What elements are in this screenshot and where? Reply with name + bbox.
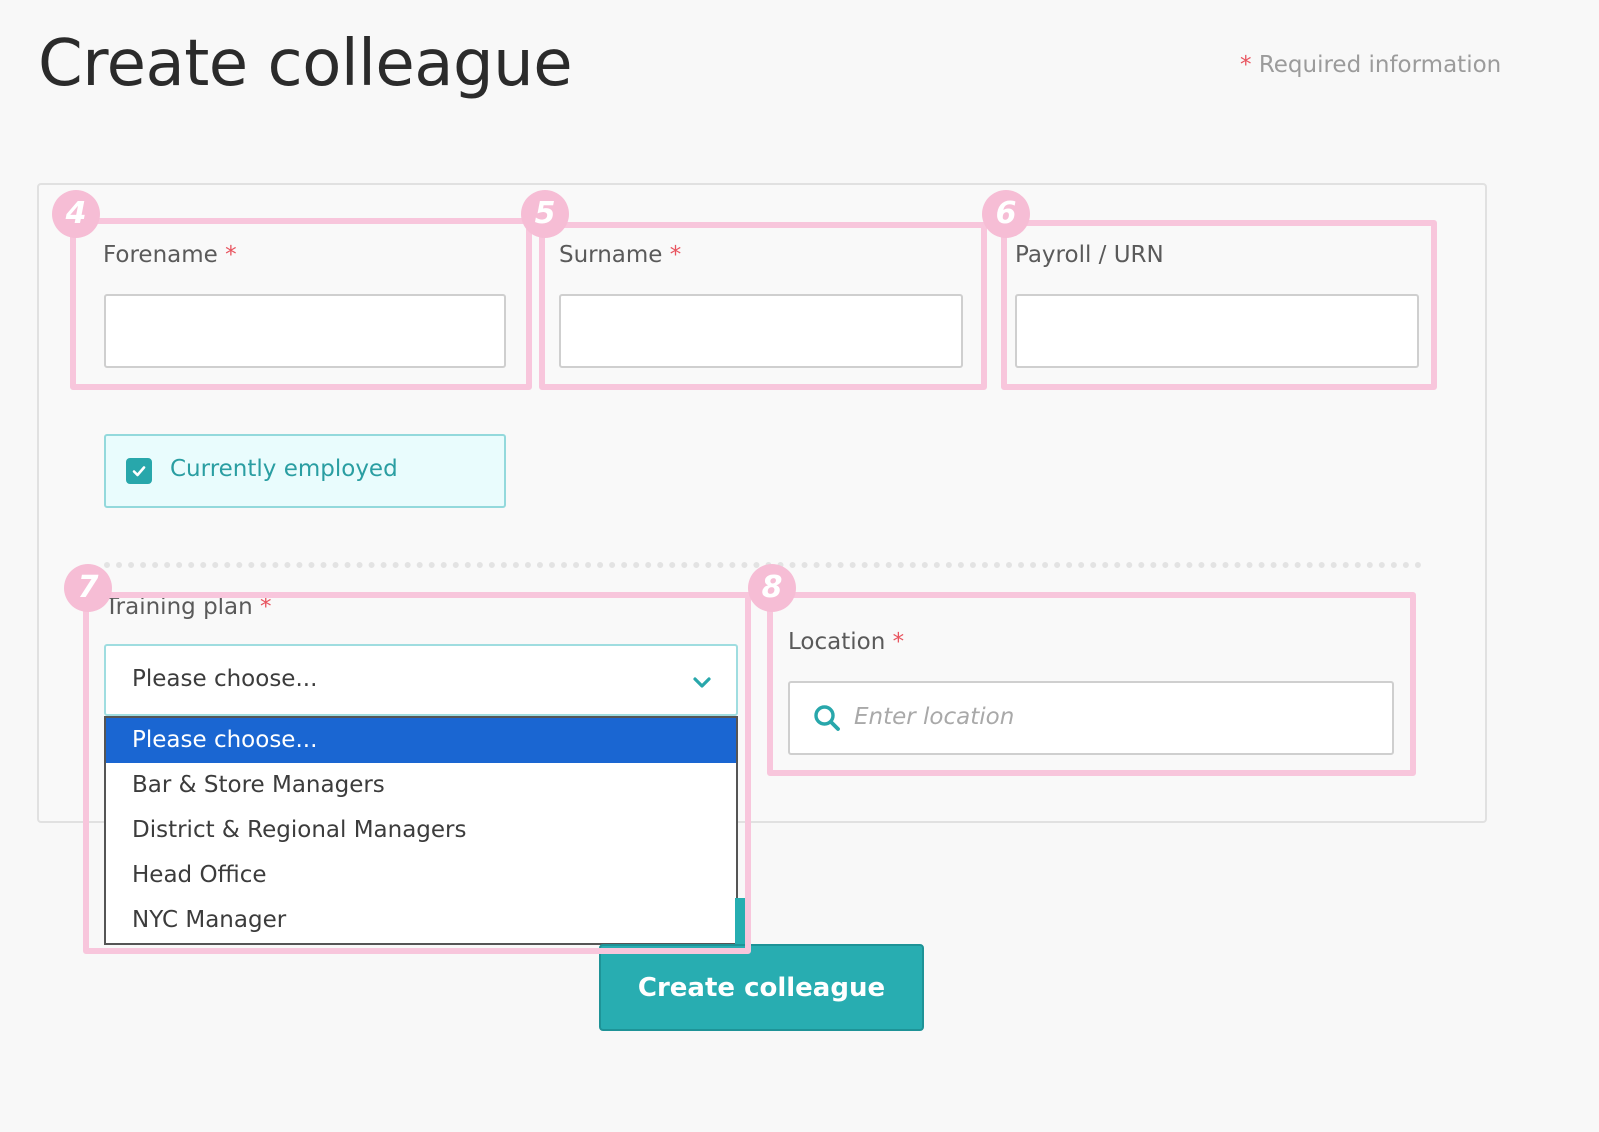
location-label-text: Location <box>788 629 886 655</box>
option-district-regional-managers[interactable]: District & Regional Managers <box>132 817 467 843</box>
hidden-button-edge <box>735 898 745 946</box>
page-title: Create colleague <box>38 27 573 101</box>
required-note-text: Required information <box>1258 52 1502 78</box>
option-please-choose[interactable]: Please choose... <box>106 718 736 763</box>
training-plan-options: Please choose... Bar & Store Managers Di… <box>104 716 738 945</box>
annotation-number-7: 7 <box>64 564 112 612</box>
option-head-office[interactable]: Head Office <box>132 862 267 888</box>
forename-input[interactable] <box>104 294 506 368</box>
chevron-down-icon <box>693 677 711 688</box>
training-plan-label: Training plan * <box>105 592 272 622</box>
annotation-number-8: 8 <box>748 564 796 612</box>
training-plan-label-text: Training plan <box>105 594 253 620</box>
option-bar-store-managers[interactable]: Bar & Store Managers <box>132 772 385 798</box>
annotation-number-4: 4 <box>52 190 100 238</box>
create-colleague-button[interactable]: Create colleague <box>599 944 924 1031</box>
forename-label: Forename * <box>103 240 237 270</box>
surname-input[interactable] <box>559 294 963 368</box>
training-plan-selected-value: Please choose... <box>132 666 318 692</box>
annotation-number-5: 5 <box>521 190 569 238</box>
payroll-label: Payroll / URN <box>1015 240 1164 270</box>
option-nyc-manager[interactable]: NYC Manager <box>132 907 287 933</box>
currently-employed-checkbox[interactable] <box>126 458 152 484</box>
payroll-label-text: Payroll / URN <box>1015 242 1164 268</box>
surname-label-text: Surname <box>559 242 663 268</box>
training-plan-required-star: * <box>260 594 272 620</box>
currently-employed-option[interactable]: Currently employed <box>104 434 506 508</box>
payroll-input[interactable] <box>1015 294 1419 368</box>
forename-required-star: * <box>225 242 237 268</box>
location-input[interactable]: Enter location <box>788 681 1394 755</box>
surname-required-star: * <box>669 242 682 268</box>
surname-label: Surname * <box>559 240 681 270</box>
training-plan-select[interactable]: Please choose... <box>104 644 738 716</box>
required-note: * Required information <box>1240 50 1501 80</box>
location-placeholder: Enter location <box>854 704 1015 730</box>
check-icon <box>132 466 146 477</box>
location-label: Location * <box>788 627 904 657</box>
currently-employed-label: Currently employed <box>170 456 398 482</box>
forename-label-text: Forename <box>103 242 218 268</box>
annotation-number-6: 6 <box>982 190 1030 238</box>
required-star: * <box>1240 52 1252 78</box>
search-icon <box>814 705 840 731</box>
location-required-star: * <box>892 629 905 655</box>
